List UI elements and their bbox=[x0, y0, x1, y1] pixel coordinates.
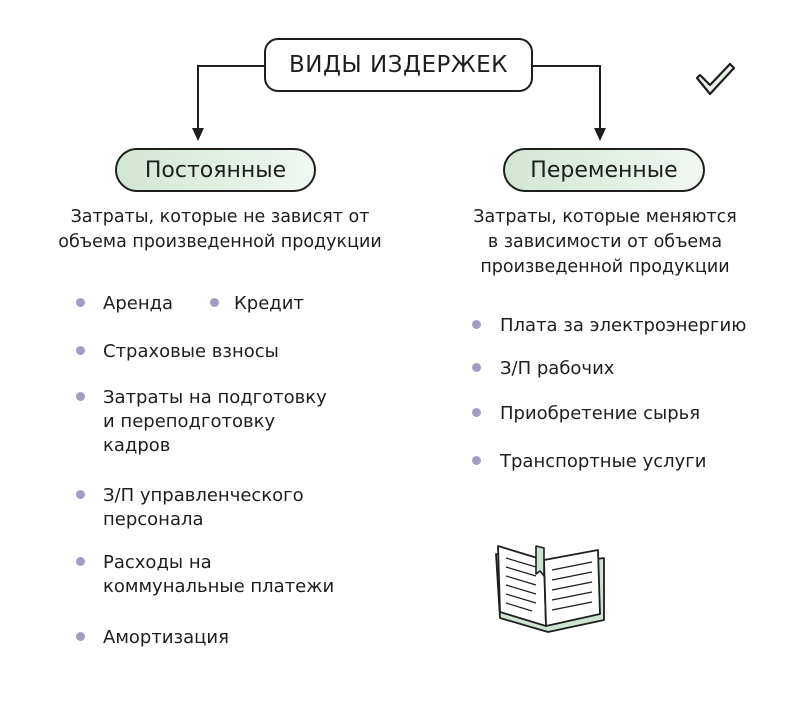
list-item: Плата за электроэнергию bbox=[500, 315, 747, 336]
bullet-dot bbox=[76, 392, 85, 401]
root-node-title: ВИДЫ ИЗДЕРЖЕК bbox=[264, 38, 533, 92]
fixed-costs-description: Затраты, которые не зависят от объема пр… bbox=[58, 207, 382, 252]
list-item: Затраты на подготовку и переподготовку к… bbox=[103, 387, 327, 456]
bullet-dot bbox=[76, 632, 85, 641]
check-icon bbox=[695, 62, 736, 96]
bullet-dot bbox=[472, 320, 481, 329]
fixed-costs-label: Постоянные bbox=[115, 148, 316, 192]
list-item: Страховые взносы bbox=[103, 341, 279, 362]
bullet-dot bbox=[210, 298, 219, 307]
bullet-dot bbox=[76, 298, 85, 307]
list-item: З/П управленческого персонала bbox=[103, 485, 304, 530]
variable-costs-label: Переменные bbox=[503, 148, 705, 192]
bullet-dot bbox=[472, 363, 481, 372]
bullet-dot bbox=[76, 557, 85, 566]
bullet-dot bbox=[76, 346, 85, 355]
bullet-dot bbox=[76, 490, 85, 499]
open-book-icon bbox=[495, 545, 605, 633]
bullet-dot bbox=[472, 456, 481, 465]
list-item: Приобретение сырья bbox=[500, 403, 701, 424]
list-item: Транспортные услуги bbox=[500, 451, 707, 472]
list-item: З/П рабочих bbox=[500, 358, 615, 379]
list-item: Кредит bbox=[234, 293, 304, 314]
variable-costs-description: Затраты, которые меняются в зависимости … bbox=[473, 207, 737, 277]
bullet-dot bbox=[472, 408, 481, 417]
list-item: Аренда bbox=[103, 293, 174, 314]
list-item: Расходы на коммунальные платежи bbox=[103, 552, 335, 597]
list-item: Амортизация bbox=[103, 627, 229, 648]
